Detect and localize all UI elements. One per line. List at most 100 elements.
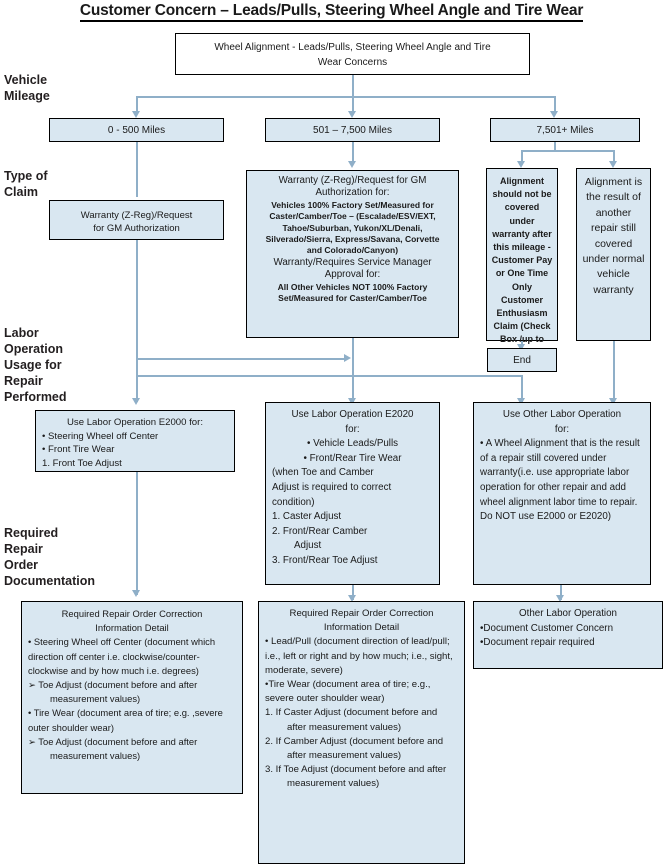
labor-e2020-item-1: • Front/Rear Tire Wear — [303, 452, 402, 464]
claim-mid-detail1-line4: Silverado/Sierra, Express/Savana, Corvet… — [265, 234, 440, 245]
mileage-box-mid-label: 501 – 7,500 Miles — [313, 125, 392, 136]
labor-box-other[interactable]: Use Other Labor Operation for: • A Wheel… — [473, 402, 651, 585]
row-label-type-of-claim-line1: Type of — [4, 169, 48, 183]
mileage-box-low[interactable]: 0 - 500 Miles — [49, 118, 224, 142]
doc-right-title: Other Labor Operation — [518, 608, 618, 619]
arrow-high-right — [609, 161, 617, 168]
row-label-labor-line2: Operation — [4, 342, 64, 356]
labor-e2020-num-0: 1. Caster Adjust — [272, 511, 342, 523]
labor-e2000-title: Use Labor Operation E2000 for: — [67, 417, 203, 428]
row-label-labor-operation: Labor Operation Usage for Repair Perform… — [4, 325, 99, 405]
doc-mid-line-3: 2. If Camber Adjust (document before and… — [265, 735, 444, 762]
row-label-type-of-claim: Type of Claim — [4, 168, 99, 200]
arrow-other-to-doc — [556, 595, 564, 602]
doc-left-line-0: • Steering Wheel off Center (document wh… — [28, 636, 216, 676]
doc-left-line-2: • Tire Wear (document area of tire; e.g.… — [28, 707, 223, 733]
end-box[interactable]: End — [487, 348, 557, 372]
claim-box-high-b[interactable]: Alignment is the result of another repai… — [576, 168, 651, 341]
mileage-box-mid[interactable]: 501 – 7,500 Miles — [265, 118, 440, 142]
labor-box-e2020[interactable]: Use Labor Operation E2020 for: • Vehicle… — [265, 402, 440, 585]
connector-mileage-bus — [136, 96, 554, 98]
row-label-type-of-claim-line2: Claim — [4, 185, 39, 199]
labor-other-body: • A Wheel Alignment that is the result o… — [480, 438, 640, 523]
end-box-label: End — [513, 355, 531, 366]
claim-mid-detail2-line2: Set/Measured for Caster/Camber/Toe — [278, 293, 427, 304]
row-label-vehicle-mileage: Vehicle Mileage — [4, 72, 99, 104]
row-label-labor-line3: Usage for — [4, 358, 62, 372]
connector-high-right-drop — [613, 150, 615, 163]
row-label-labor-line5: Performed — [4, 390, 67, 404]
doc-box-right[interactable]: Other Labor Operation •Document Customer… — [473, 601, 663, 669]
start-box-line1: Wheel Alignment - Leads/Pulls, Steering … — [214, 42, 491, 53]
connector-bus-down-to-other — [521, 375, 523, 403]
connector-high-left-drop — [521, 150, 523, 163]
doc-box-mid[interactable]: Required Repair Order Correction Informa… — [258, 601, 465, 864]
arrow-low-to-e2020 — [344, 354, 351, 362]
connector-mileage-high-drop — [554, 96, 556, 113]
doc-left-line-1: ➢ Toe Adjust (document before and after … — [28, 679, 198, 705]
labor-e2000-item-2: 1. Front Toe Adjust — [42, 457, 122, 469]
claim-mid-detail1-line1: Vehicles 100% Factory Set/Measured for — [271, 199, 434, 210]
doc-mid-line-4: 3. If Toe Adjust (document before and af… — [265, 764, 447, 790]
claim-high-a-text: Alignment should not be covered under wa… — [491, 176, 553, 358]
labor-e2020-num-1: 2. Front/Rear Camber — [272, 525, 368, 537]
connector-mileage-left-drop — [136, 96, 138, 113]
arrow-mid-to-e2020 — [348, 398, 356, 405]
connector-highb-to-other — [613, 341, 615, 403]
row-label-doc-line1: Required — [4, 526, 59, 540]
arrow-mileage-high — [550, 111, 558, 118]
labor-e2020-item-3: Adjust is required to correct — [272, 481, 392, 493]
arrow-mileage-low — [132, 111, 140, 118]
connector-low-claim-down — [136, 240, 138, 359]
arrow-bus-to-other — [517, 398, 525, 405]
claim-box-high-a[interactable]: Alignment should not be covered under wa… — [486, 168, 558, 358]
labor-e2000-item-0: • Steering Wheel off Center — [42, 430, 159, 442]
claim-mid-detail1-line3: Tahoe/Suburban, Yukon/XL/Denali, — [282, 222, 423, 233]
claim-box-low-line1: Warranty (Z-Reg)/Request — [80, 210, 193, 221]
row-label-labor-line4: Repair — [4, 374, 43, 388]
row-label-doc-line3: Order — [4, 558, 39, 572]
mileage-box-high-label: 7,501+ Miles — [536, 125, 594, 136]
doc-left-line-3: ➢ Toe Adjust (document before and after … — [28, 735, 198, 762]
labor-box-e2000[interactable]: Use Labor Operation E2000 for: • Steerin… — [35, 410, 235, 472]
connector-left-down-to-e2000 — [136, 358, 138, 402]
doc-mid-title-line1: Required Repair Order Correction — [289, 608, 434, 619]
connector-mid-to-e2020 — [352, 338, 354, 403]
arrow-to-e2000 — [132, 398, 140, 405]
arrow-high-left — [517, 161, 525, 168]
labor-other-title-line2: for: — [554, 423, 570, 435]
arrow-e2000-to-doc — [132, 590, 140, 597]
arrow-mileage-mid — [348, 111, 356, 118]
claim-mid-bullet2: Warranty/Requires Service Manager — [273, 256, 432, 268]
connector-low-to-claim — [136, 142, 138, 197]
doc-mid-line-0: • Lead/Pull (document direction of lead/… — [265, 636, 453, 676]
claim-box-mid[interactable]: Warranty (Z-Reg)/Request for GM Authoriz… — [246, 170, 459, 338]
connector-mid-to-claim — [352, 142, 354, 163]
labor-e2020-item-2: (when Toe and Camber — [272, 467, 374, 479]
page-title: Customer Concern – Leads/Pulls, Steering… — [0, 2, 663, 22]
doc-mid-line-1: •Tire Wear (document area of tire; e.g.,… — [265, 679, 431, 705]
labor-other-title-line1: Use Other Labor Operation — [502, 409, 622, 420]
row-label-doc-line4: Documentation — [4, 574, 95, 588]
claim-mid-detail1-line2: Caster/Camber/Toe – (Escalade/ESV/EXT, — [269, 211, 436, 222]
row-label-vehicle-mileage-line2: Mileage — [4, 89, 50, 103]
mileage-box-high[interactable]: 7,501+ Miles — [490, 118, 640, 142]
connector-low-to-e2020 — [136, 358, 347, 360]
labor-e2000-item-1: • Front Tire Wear — [42, 444, 115, 456]
connector-high-split-stem — [554, 142, 556, 151]
arrow-mid-claim — [348, 161, 356, 168]
labor-e2020-num-2: Adjust — [294, 540, 322, 552]
connector-mileage-mid-drop — [352, 96, 354, 113]
doc-left-title-line1: Required Repair Order Correction — [61, 608, 203, 619]
claim-mid-detail1-line5: and Colorado/Canyon) — [306, 245, 399, 256]
doc-box-left[interactable]: Required Repair Order Correction Informa… — [21, 601, 243, 794]
claim-high-b-text: Alignment is the result of another repai… — [582, 176, 645, 296]
claim-mid-bullet1: Warranty (Z-Reg)/Request for GM — [278, 175, 427, 186]
labor-e2020-item-0: • Vehicle Leads/Pulls — [306, 438, 399, 450]
claim-mid-detail2-line1: All Other Vehicles NOT 100% Factory — [277, 281, 428, 292]
arrow-highb-to-other — [609, 398, 617, 405]
arrow-e2020-to-doc — [348, 595, 356, 602]
claim-mid-bullet1b: Authorization for: — [315, 187, 390, 199]
connector-bus-to-other — [136, 375, 521, 377]
claim-box-low[interactable]: Warranty (Z-Reg)/Request for GM Authoriz… — [49, 200, 224, 240]
